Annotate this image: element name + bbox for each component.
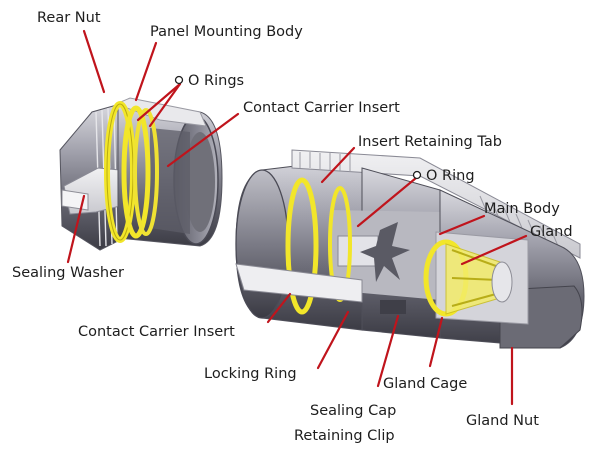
o-ring-left-2 xyxy=(121,105,151,239)
label-insert-retaining-tab: Insert Retaining Tab xyxy=(358,134,502,150)
label-o-rings: O Rings xyxy=(188,73,244,89)
leader-gland xyxy=(460,234,528,266)
o-rings-marker-icon xyxy=(174,75,184,85)
leader-sealing-cap xyxy=(376,314,400,388)
o-ring-marker-icon xyxy=(412,170,422,180)
leader-o-rings-2 xyxy=(148,82,182,128)
label-o-ring: O Ring xyxy=(426,168,475,184)
label-gland-cage: Gland Cage xyxy=(383,376,467,392)
label-sealing-cap-line1: Sealing Cap xyxy=(310,403,396,419)
labels: Rear Nut Panel Mounting Body O Rings Con… xyxy=(12,10,573,444)
panel-mounting-bore-inner xyxy=(185,132,215,232)
leader-contact-carrier-insert-top xyxy=(166,112,240,168)
leader-sealing-washer xyxy=(66,194,86,264)
main-rear-face xyxy=(235,169,289,319)
leader-lines xyxy=(66,29,528,406)
leader-main-body xyxy=(438,214,486,236)
label-sealing-cap-line2: Retaining Clip xyxy=(294,428,395,444)
o-ring-main-1 xyxy=(285,177,319,315)
leader-o-ring xyxy=(356,176,418,228)
leader-panel-mounting-body xyxy=(134,41,158,102)
insert-fins xyxy=(360,222,410,282)
o-ring-left-3 xyxy=(133,108,159,236)
main-thread-strip xyxy=(291,149,581,259)
main-body-assembly xyxy=(235,149,585,349)
label-rear-nut: Rear Nut xyxy=(37,10,101,26)
main-thread-lines xyxy=(299,152,559,247)
gland-seal xyxy=(491,261,513,303)
locking-ring-part xyxy=(235,263,363,303)
label-sealing-washer: Sealing Washer xyxy=(12,265,124,281)
label-gland: Gland xyxy=(530,224,573,240)
panel-mounting-assembly xyxy=(59,97,223,251)
label-gland-nut: Gland Nut xyxy=(466,413,539,429)
label-locking-ring: Locking Ring xyxy=(204,366,297,382)
leader-contact-carrier-insert-bottom xyxy=(266,292,292,324)
leader-o-rings-1 xyxy=(136,82,182,122)
leader-gland-cage xyxy=(428,316,444,368)
label-panel-mounting-body: Panel Mounting Body xyxy=(150,24,303,40)
label-main-body: Main Body xyxy=(484,201,560,217)
contact-carrier-insert-left xyxy=(150,128,190,234)
leader-locking-ring xyxy=(316,310,350,370)
sealing-cap-clip-part xyxy=(380,300,406,314)
label-contact-carrier-insert-bottom: Contact Carrier Insert xyxy=(78,324,235,340)
leader-insert-retaining-tab xyxy=(320,146,356,184)
label-contact-carrier-insert-top: Contact Carrier Insert xyxy=(243,100,400,116)
leader-rear-nut xyxy=(82,29,106,94)
